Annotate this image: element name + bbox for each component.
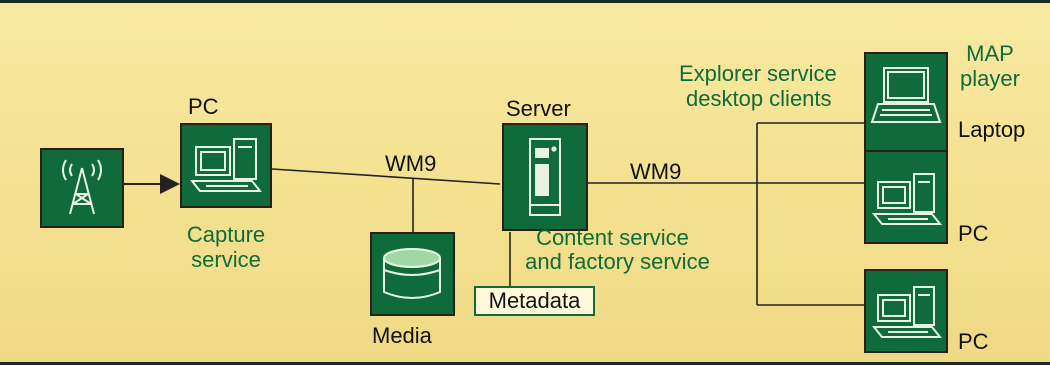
map-player-label-line1: MAP bbox=[966, 41, 1014, 66]
wm9-right-label: WM9 bbox=[630, 159, 682, 184]
antenna-tower-icon bbox=[62, 159, 102, 215]
media-caption: Media bbox=[372, 323, 432, 348]
laptop-icon bbox=[870, 67, 942, 123]
wm9-left-label: WM9 bbox=[385, 151, 437, 176]
media-node bbox=[370, 232, 455, 316]
laptop-node bbox=[864, 52, 948, 152]
capture-service-caption-line2: service bbox=[191, 247, 261, 272]
capture-service-caption-line1: Capture bbox=[186, 222, 266, 247]
explorer-service-label-line2: desktop clients bbox=[686, 86, 832, 111]
pc-to-server-link bbox=[271, 168, 501, 185]
metadata-box: Metadata bbox=[474, 286, 595, 316]
client-pc2-node bbox=[864, 269, 948, 353]
database-icon bbox=[383, 248, 441, 299]
server-title: Server bbox=[506, 96, 571, 121]
laptop-caption: Laptop bbox=[958, 117, 1026, 142]
client-pc1-node bbox=[864, 150, 948, 244]
desktop-pc-icon bbox=[871, 173, 943, 225]
server-node bbox=[502, 123, 588, 231]
content-service-caption-line2: and factory service bbox=[525, 249, 710, 274]
server-tower-icon bbox=[529, 138, 561, 216]
client-pc2-caption: PC bbox=[958, 329, 989, 354]
desktop-pc-icon bbox=[189, 138, 263, 192]
desktop-pc-icon bbox=[871, 286, 943, 338]
map-player-label-line2: player bbox=[960, 66, 1020, 91]
explorer-service-label-line1: Explorer service bbox=[679, 61, 837, 86]
capture-pc-node bbox=[180, 123, 272, 208]
antenna-node bbox=[40, 148, 124, 228]
content-service-caption-line1: Content service bbox=[536, 225, 689, 250]
client-pc1-caption: PC bbox=[958, 221, 989, 246]
capture-pc-title: PC bbox=[188, 94, 219, 119]
